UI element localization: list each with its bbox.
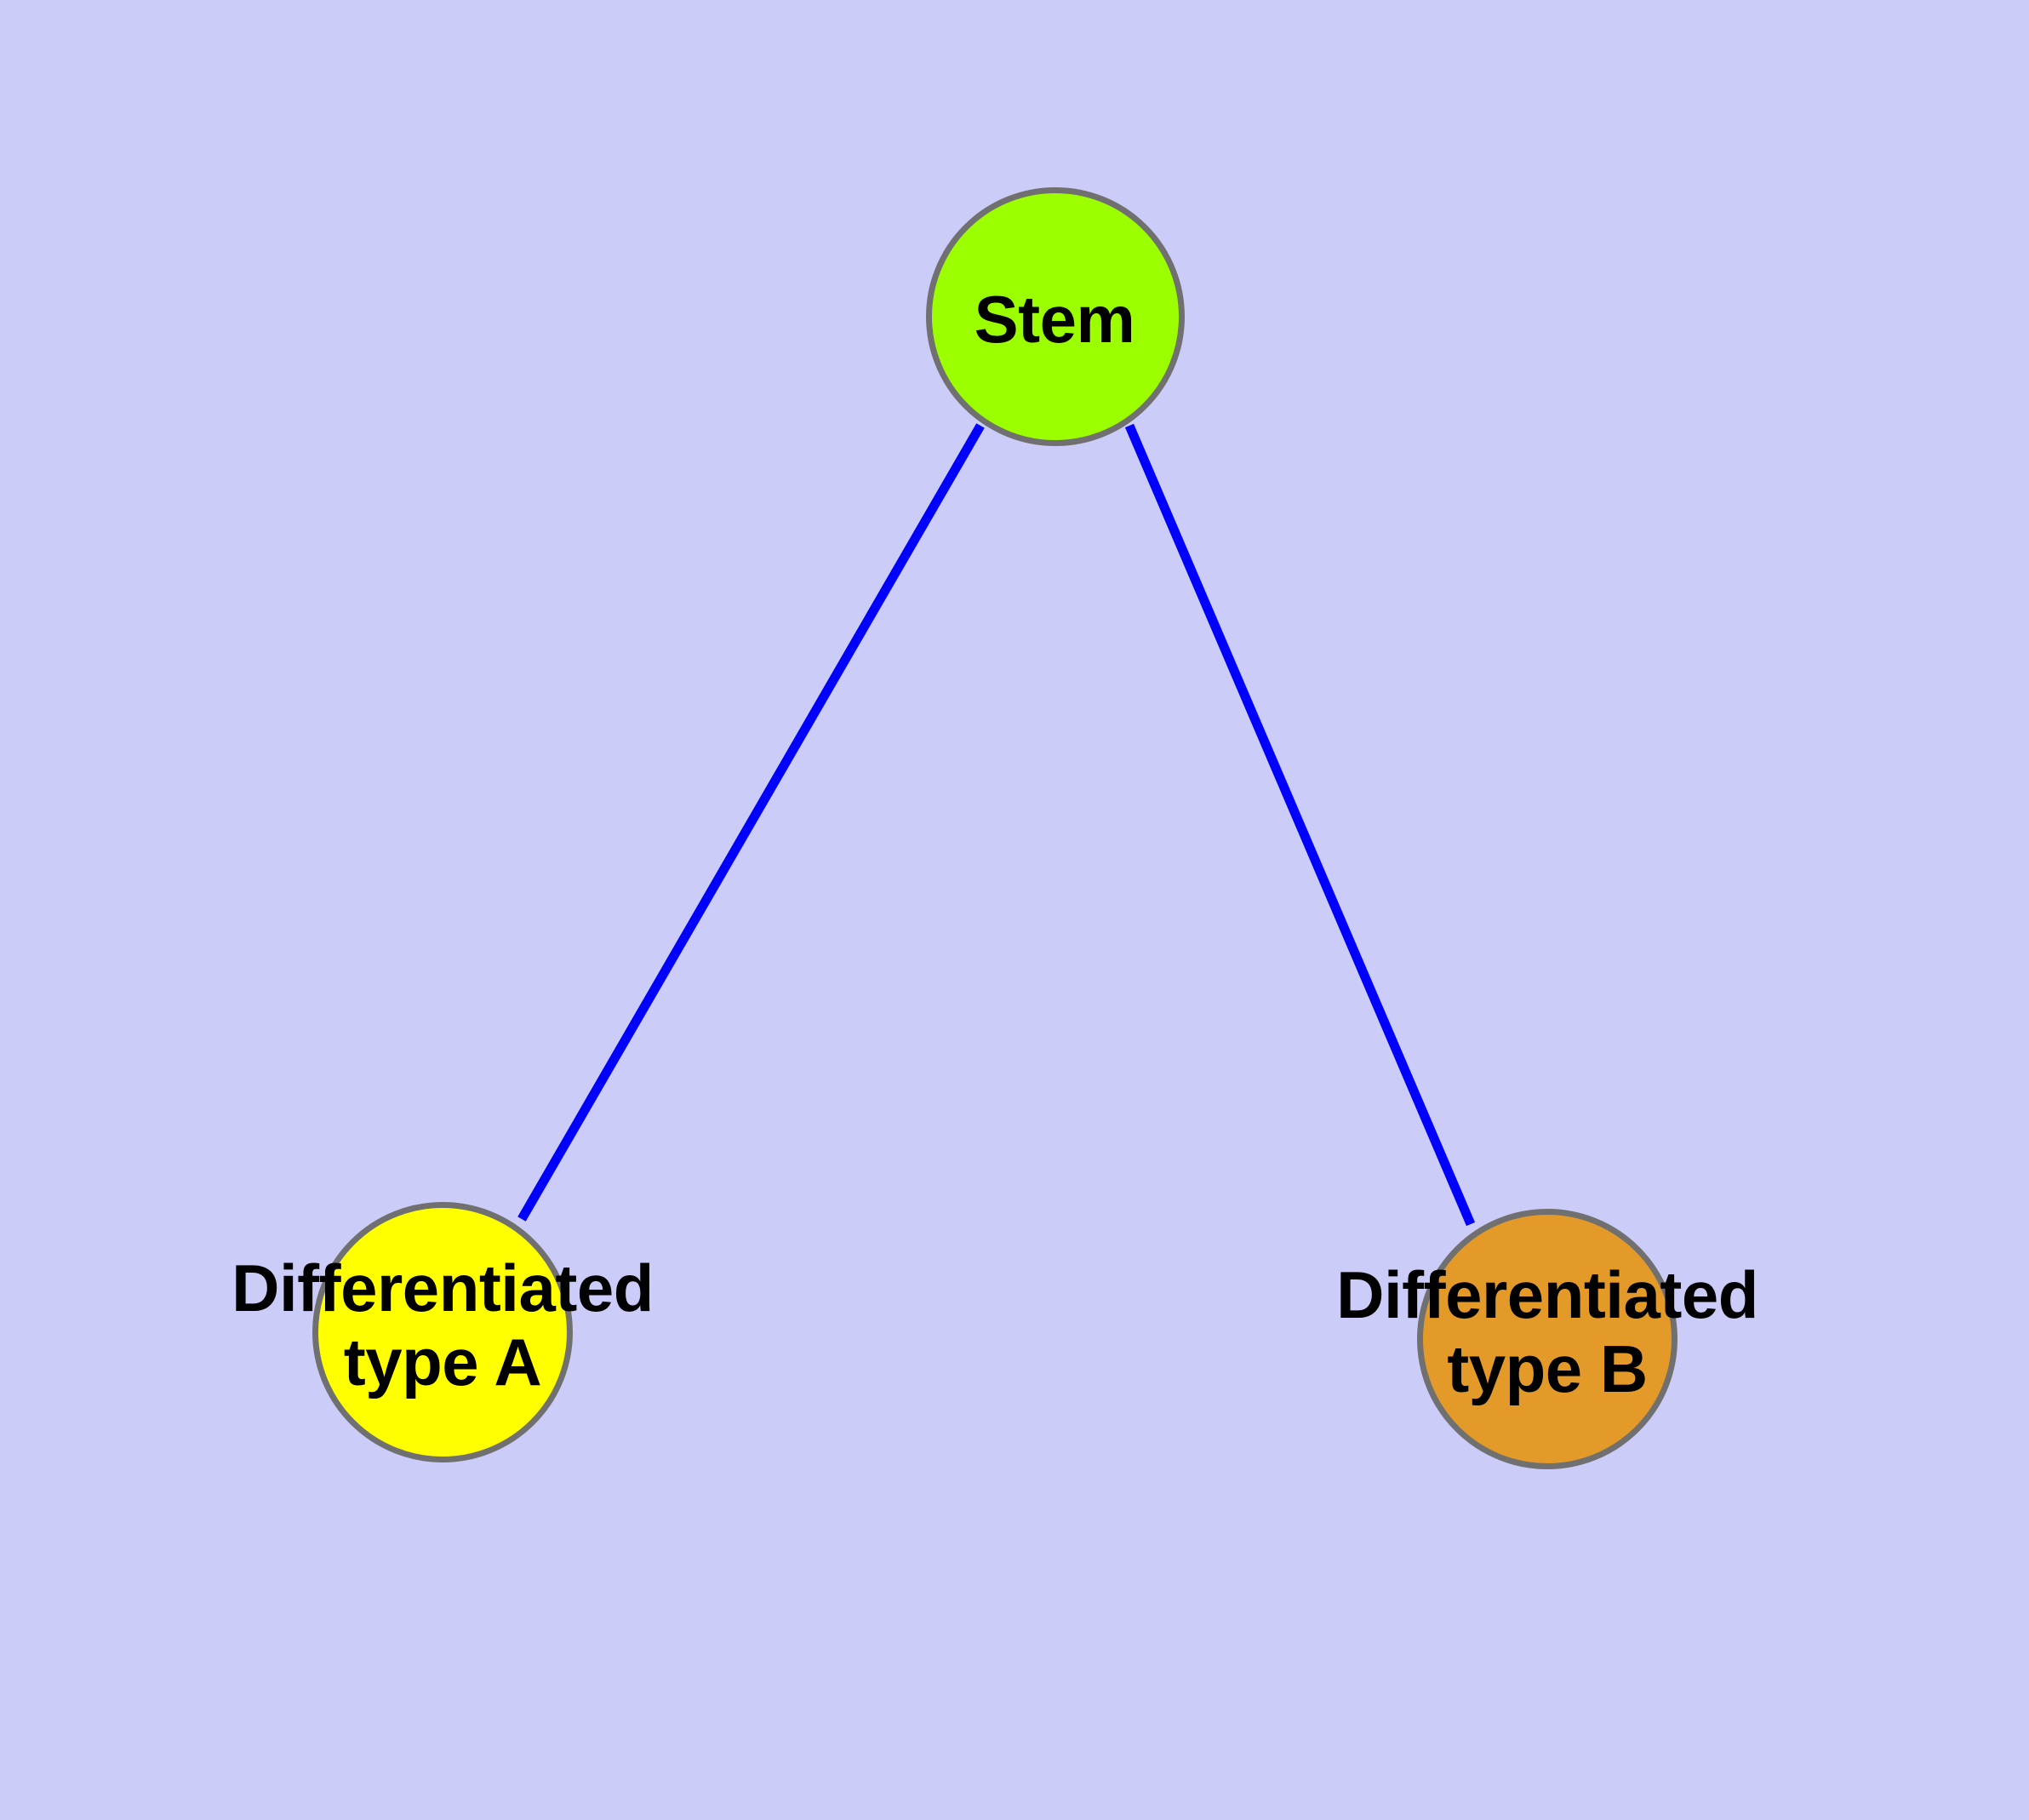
node-stem[interactable] (926, 187, 1185, 446)
node-differentiated-type-a[interactable] (312, 1202, 573, 1462)
edge-stem-to-differentiated-type-b (1124, 423, 1476, 1227)
edge-stem-to-differentiated-type-a (517, 423, 985, 1222)
node-differentiated-type-b[interactable] (1417, 1209, 1677, 1469)
